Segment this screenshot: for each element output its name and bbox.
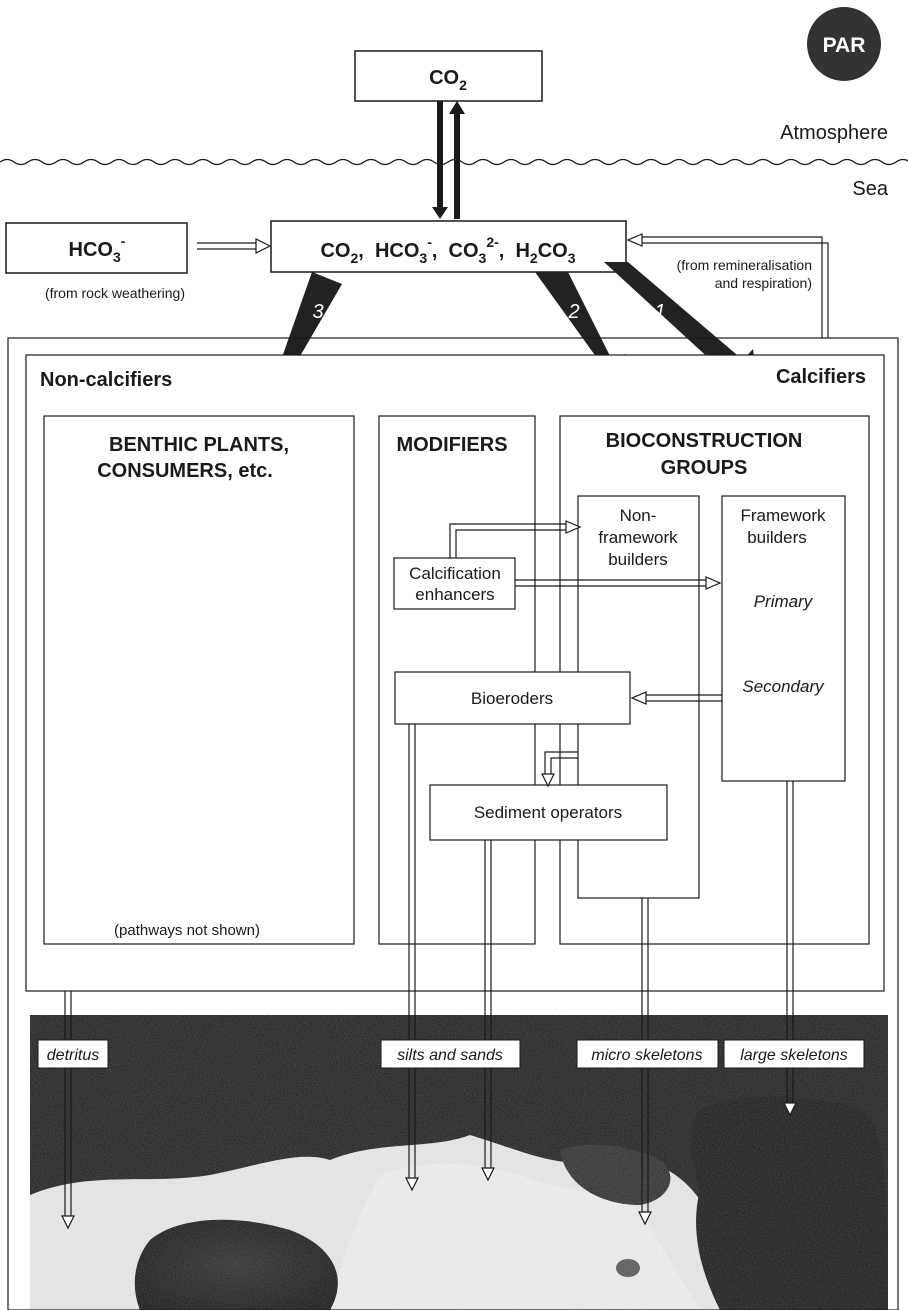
benthic-plants-title-1: BENTHIC PLANTS, [109, 434, 289, 456]
output-label-detritus: detritus [37, 1039, 109, 1069]
enhancers-line-1: Calcification [409, 564, 501, 583]
co2-exchange-arrows [432, 101, 465, 219]
dissolved-carbon-pool-box: CO2, HCO3-, CO32-, H2CO3 [270, 220, 627, 273]
detritus-label: detritus [47, 1047, 99, 1064]
framework-primary: Primary [754, 592, 814, 611]
remineralisation-arrow [626, 233, 829, 338]
sea-label: Sea [852, 178, 888, 200]
pathway-3-label: 3 [312, 301, 323, 323]
enhancer-arrows [449, 520, 722, 590]
large-skeletons-label: large skeletons [740, 1047, 848, 1064]
sediment-operators-box: Sediment operators [429, 784, 668, 841]
framework-line-1: Framework [740, 506, 826, 525]
framework-builders-box: Framework builders Primary Secondary [721, 495, 846, 782]
sea-surface-line [0, 158, 908, 166]
output-label-large: large skeletons [723, 1039, 865, 1069]
benthic-plants-box: BENTHIC PLANTS, CONSUMERS, etc. (pathway… [43, 415, 355, 945]
atmospheric-co2-box: CO2 [354, 50, 543, 102]
silts-sands-label: silts and sands [397, 1047, 503, 1064]
remineralisation-note-line2: and respiration) [715, 275, 812, 291]
rock-weathering-note: (from rock weathering) [45, 285, 185, 301]
bioconstruction-title-1: BIOCONSTRUCTION [606, 430, 803, 452]
enhancers-line-2: enhancers [415, 585, 494, 604]
non-framework-line-2: framework [598, 528, 678, 547]
bioconstruction-title-2: GROUPS [661, 457, 748, 479]
pathways-not-shown-note: (pathways not shown) [114, 922, 260, 939]
non-framework-line-3: builders [608, 550, 668, 569]
calcifiers-label: Calcifiers [776, 366, 866, 388]
atmosphere-label: Atmosphere [780, 122, 888, 144]
outer-frame [7, 337, 899, 1310]
hco3-box: HCO3- [5, 222, 188, 274]
par-badge: PAR [807, 7, 881, 81]
calcification-enhancers-box: Calcification enhancers [393, 557, 516, 610]
framework-secondary: Secondary [742, 677, 825, 696]
bioeroders-box: Bioeroders [394, 671, 631, 725]
dissolved-carbon-species: CO2, HCO3-, CO32-, H2CO3 [320, 234, 575, 266]
non-calcifiers-label: Non-calcifiers [40, 369, 172, 391]
secondary-to-bioeroders-arrow [630, 691, 722, 705]
modifiers-title: MODIFIERS [396, 434, 507, 456]
bioeroders-label: Bioeroders [471, 689, 553, 708]
pathway-1-label: 1 [654, 301, 665, 323]
output-label-micro: micro skeletons [576, 1039, 719, 1069]
hco3-label: HCO3- [69, 233, 126, 265]
to-sediment-operators-arrow [541, 751, 578, 788]
par-label: PAR [823, 34, 866, 57]
benthic-plants-title-2: CONSUMERS, etc. [97, 460, 273, 482]
atmospheric-co2-label: CO2 [429, 67, 467, 93]
pathway-2-label: 2 [567, 301, 579, 323]
micro-skeletons-label: micro skeletons [591, 1047, 702, 1064]
remineralisation-note-line1: (from remineralisation [677, 257, 812, 273]
non-framework-line-1: Non- [620, 506, 657, 525]
framework-line-2: builders [747, 528, 807, 547]
sediment-operators-label: Sediment operators [474, 803, 622, 822]
weathering-arrow [197, 238, 272, 254]
output-label-silts: silts and sands [380, 1039, 521, 1069]
